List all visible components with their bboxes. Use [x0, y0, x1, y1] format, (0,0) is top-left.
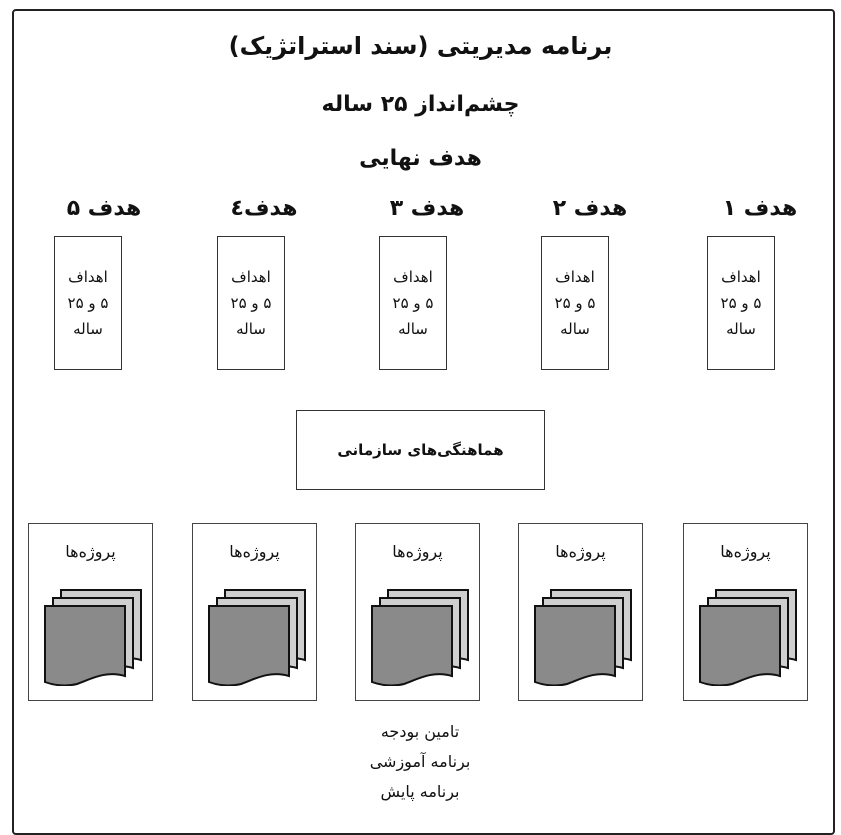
goal-box-line3: ساله: [73, 320, 103, 338]
stacked-documents-icon: [699, 589, 797, 686]
goal-box-2: اهداف ۵ و ۲۵ ساله: [541, 236, 609, 370]
goal-box-line2: ۵ و ۲۵: [67, 294, 109, 312]
goal-label-1: هدف ۱: [722, 196, 798, 221]
goal-box-line3: ساله: [560, 320, 590, 338]
stacked-documents-icon: [371, 589, 469, 686]
organizational-coordination-box: هماهنگی‌های سازمانی: [296, 410, 545, 490]
training-program-text: برنامه آموزشی: [369, 752, 471, 771]
goal-box-line2: ۵ و ۲۵: [392, 294, 434, 312]
budget-provision-text: تامین بودجه: [380, 722, 460, 741]
projects-label: پروژه‌ها: [229, 542, 280, 561]
final-goal-heading: هدف نهایی: [359, 146, 482, 171]
projects-label: پروژه‌ها: [720, 542, 771, 561]
coordination-label: هماهنگی‌های سازمانی: [337, 441, 504, 459]
diagram-title: برنامه مدیریتی (سند استراتژیک): [228, 32, 613, 60]
goal-box-line2: ۵ و ۲۵: [720, 294, 762, 312]
goal-label-4: هدف٤: [230, 196, 298, 221]
goal-box-line3: ساله: [726, 320, 756, 338]
goal-box-line1: اهداف: [393, 268, 433, 286]
goal-box-4: اهداف ۵ و ۲۵ ساله: [217, 236, 285, 370]
goal-box-line2: ۵ و ۲۵: [230, 294, 272, 312]
goal-box-1: اهداف ۵ و ۲۵ ساله: [707, 236, 775, 370]
goal-label-2: هدف ۲: [552, 196, 628, 221]
vision-heading: چشم‌انداز ۲۵ ساله: [321, 92, 520, 117]
goal-box-line1: اهداف: [68, 268, 108, 286]
goal-box-5: اهداف ۵ و ۲۵ ساله: [54, 236, 122, 370]
goal-box-line2: ۵ و ۲۵: [554, 294, 596, 312]
projects-box-2: پروژه‌ها: [518, 523, 643, 701]
goal-box-line1: اهداف: [721, 268, 761, 286]
goal-label-5: هدف ۵: [66, 196, 142, 221]
projects-label: پروژه‌ها: [65, 542, 116, 561]
goal-box-line1: اهداف: [555, 268, 595, 286]
projects-box-3: پروژه‌ها: [355, 523, 480, 701]
goal-box-line3: ساله: [236, 320, 266, 338]
projects-box-4: پروژه‌ها: [192, 523, 317, 701]
projects-label: پروژه‌ها: [555, 542, 606, 561]
projects-label: پروژه‌ها: [392, 542, 443, 561]
goal-box-line3: ساله: [398, 320, 428, 338]
projects-box-1: پروژه‌ها: [683, 523, 808, 701]
stacked-documents-icon: [534, 589, 632, 686]
goal-box-line1: اهداف: [231, 268, 271, 286]
goal-label-3: هدف ۳: [389, 196, 465, 221]
projects-box-5: پروژه‌ها: [28, 523, 153, 701]
goal-box-3: اهداف ۵ و ۲۵ ساله: [379, 236, 447, 370]
monitoring-program-text: برنامه پایش: [380, 782, 460, 801]
stacked-documents-icon: [44, 589, 142, 686]
stacked-documents-icon: [208, 589, 306, 686]
